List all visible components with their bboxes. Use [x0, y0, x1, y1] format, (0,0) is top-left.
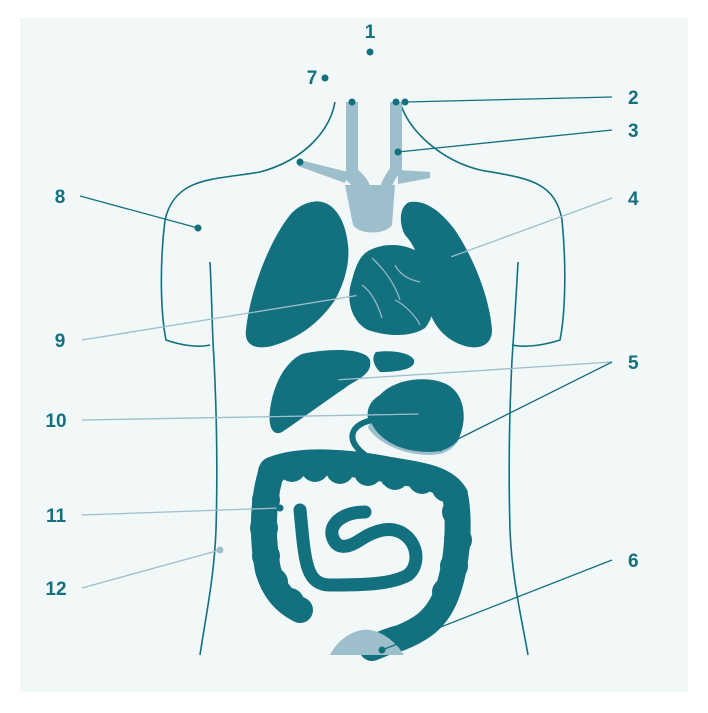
marker-dot-light [217, 547, 224, 554]
heart [349, 245, 435, 335]
label-10: 10 [45, 411, 66, 432]
label-6: 6 [628, 551, 639, 572]
label-7: 7 [307, 68, 318, 89]
label-12: 12 [45, 579, 66, 600]
label-4: 4 [628, 189, 639, 210]
label-11: 11 [46, 506, 67, 527]
label-3: 3 [628, 121, 639, 142]
label-5: 5 [628, 353, 639, 374]
label-1: 1 [365, 22, 376, 43]
label-8: 8 [55, 187, 66, 208]
label-9: 9 [55, 331, 66, 352]
label-2: 2 [628, 88, 639, 109]
